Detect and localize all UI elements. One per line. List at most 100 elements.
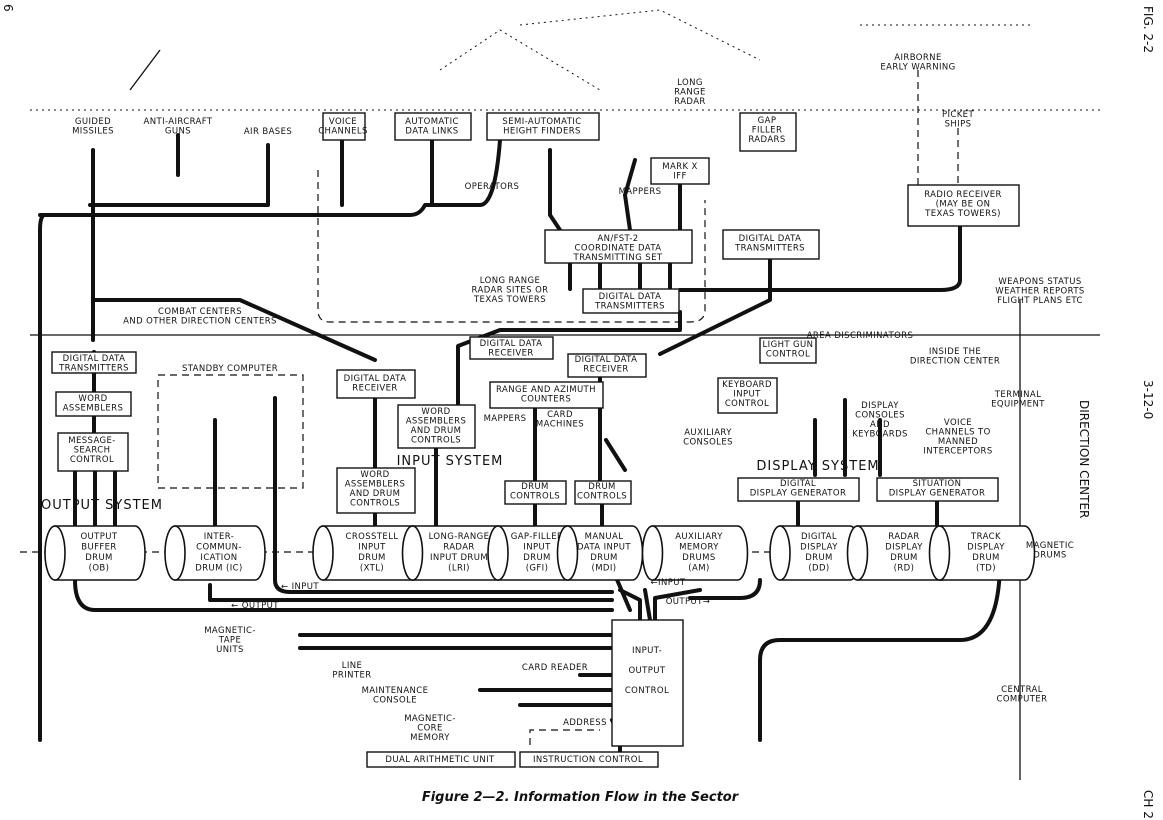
operators-label: OPERATORS xyxy=(465,182,520,192)
drum-body xyxy=(651,525,749,581)
label-line: OUTPUT→ xyxy=(666,597,711,607)
label-line: CONTROL xyxy=(725,399,769,409)
label-line: DISPLAY SYSTEM xyxy=(756,459,879,474)
label-line: CONSOLE xyxy=(373,696,417,706)
label-line: AREA DISCRIMINATORS xyxy=(807,331,914,341)
label-line: CONSOLES xyxy=(683,438,733,448)
drum-end xyxy=(928,525,951,581)
label-line: OPERATORS xyxy=(465,182,520,192)
label-line: TERMINAL xyxy=(994,390,1041,400)
label-line: DATA INPUT xyxy=(577,543,631,553)
label-line: INSTRUCTION CONTROL xyxy=(533,755,643,765)
label-line: AUXILIARY xyxy=(684,428,732,438)
dual-arithmetic-box xyxy=(366,751,516,768)
label-line: DRUM xyxy=(358,553,386,563)
label-line: LINE xyxy=(342,661,363,671)
label-line: COMPUTER xyxy=(997,695,1048,705)
label-line: TRANSMITTING SET xyxy=(573,253,663,263)
output-system-label: OUTPUT SYSTEM xyxy=(41,498,163,513)
drum-end xyxy=(164,525,186,581)
flow-line xyxy=(38,138,502,217)
label-line: DIGITAL DATA xyxy=(575,355,638,365)
flow-lines xyxy=(20,9,1100,780)
standby-computer-label: STANDBY COMPUTER xyxy=(182,364,278,374)
drum-end xyxy=(641,525,664,581)
drum-controls-gfi-box xyxy=(504,480,567,505)
label-line: CONTROLS xyxy=(350,499,400,509)
flow-line xyxy=(653,588,702,622)
label-line: DIRECTION CENTER xyxy=(910,357,1000,367)
label-line: ADDRESS xyxy=(563,718,607,728)
drum-end xyxy=(401,525,424,581)
card-reader-label: CARD READER xyxy=(522,663,588,673)
diagram-boxes xyxy=(51,112,1020,768)
label-line: SITUATION xyxy=(913,479,962,489)
label-line: DISPLAY xyxy=(800,543,838,553)
label-line: AND DRUM xyxy=(350,489,401,499)
label-line: DRUMS xyxy=(682,553,715,563)
label-line: RECEIVER xyxy=(352,384,397,394)
label-line: ANTI-AIRCRAFT xyxy=(144,117,213,127)
word-assemblers-out-box xyxy=(55,391,132,417)
receiver-gfi-box xyxy=(567,353,647,378)
label-line: MESSAGE- xyxy=(68,436,116,446)
label-line: INPUT xyxy=(358,543,386,553)
output-left-label: ← OUTPUT xyxy=(231,601,279,611)
site-transmitters-box xyxy=(582,288,680,314)
label-line: IFF xyxy=(673,172,687,182)
input-left-label: ← INPUT xyxy=(281,582,319,592)
drum-body xyxy=(174,525,266,581)
label-line: TRANSMITTERS xyxy=(594,302,665,312)
label-line: (DD) xyxy=(808,564,829,574)
message-search-box xyxy=(57,432,129,472)
label-line: EARLY WARNING xyxy=(880,63,955,73)
flow-line xyxy=(618,588,642,622)
label-line: DRUM xyxy=(972,553,1000,563)
label-line: TAPE xyxy=(218,636,241,646)
label-line: CONTROLS xyxy=(577,492,627,502)
light-gun-control-box xyxy=(759,337,817,364)
label-line: DRUMS xyxy=(1033,551,1066,561)
label-line: INPUT xyxy=(733,390,761,400)
label-line: RADIO RECEIVER xyxy=(924,190,1002,200)
label-line: MANUAL xyxy=(585,532,624,542)
label-line: TRANSMITTERS xyxy=(58,364,129,374)
instruction-control-box xyxy=(519,751,659,768)
keyboard-input-box xyxy=(717,377,778,414)
label-line: COUNTERS xyxy=(521,395,571,405)
display-system-label: DISPLAY SYSTEM xyxy=(756,459,879,474)
label-line: PRINTER xyxy=(332,671,371,681)
label-line: DIGITAL DATA xyxy=(344,374,407,384)
label-line: ← INPUT xyxy=(281,582,319,592)
label-line: AND xyxy=(870,420,890,430)
drum-end xyxy=(487,525,509,581)
drum-end xyxy=(44,525,66,581)
label-line: AND DRUM xyxy=(411,426,462,436)
receiver-xtl-box xyxy=(336,369,416,399)
an-fst2-box xyxy=(544,229,693,264)
output-right-label: OUTPUT→ xyxy=(666,597,711,607)
label-line: SEARCH xyxy=(74,446,111,456)
label-line: DISPLAY xyxy=(861,401,899,411)
label-line: DRUM xyxy=(523,553,551,563)
label-line: MACHINES xyxy=(536,420,584,430)
